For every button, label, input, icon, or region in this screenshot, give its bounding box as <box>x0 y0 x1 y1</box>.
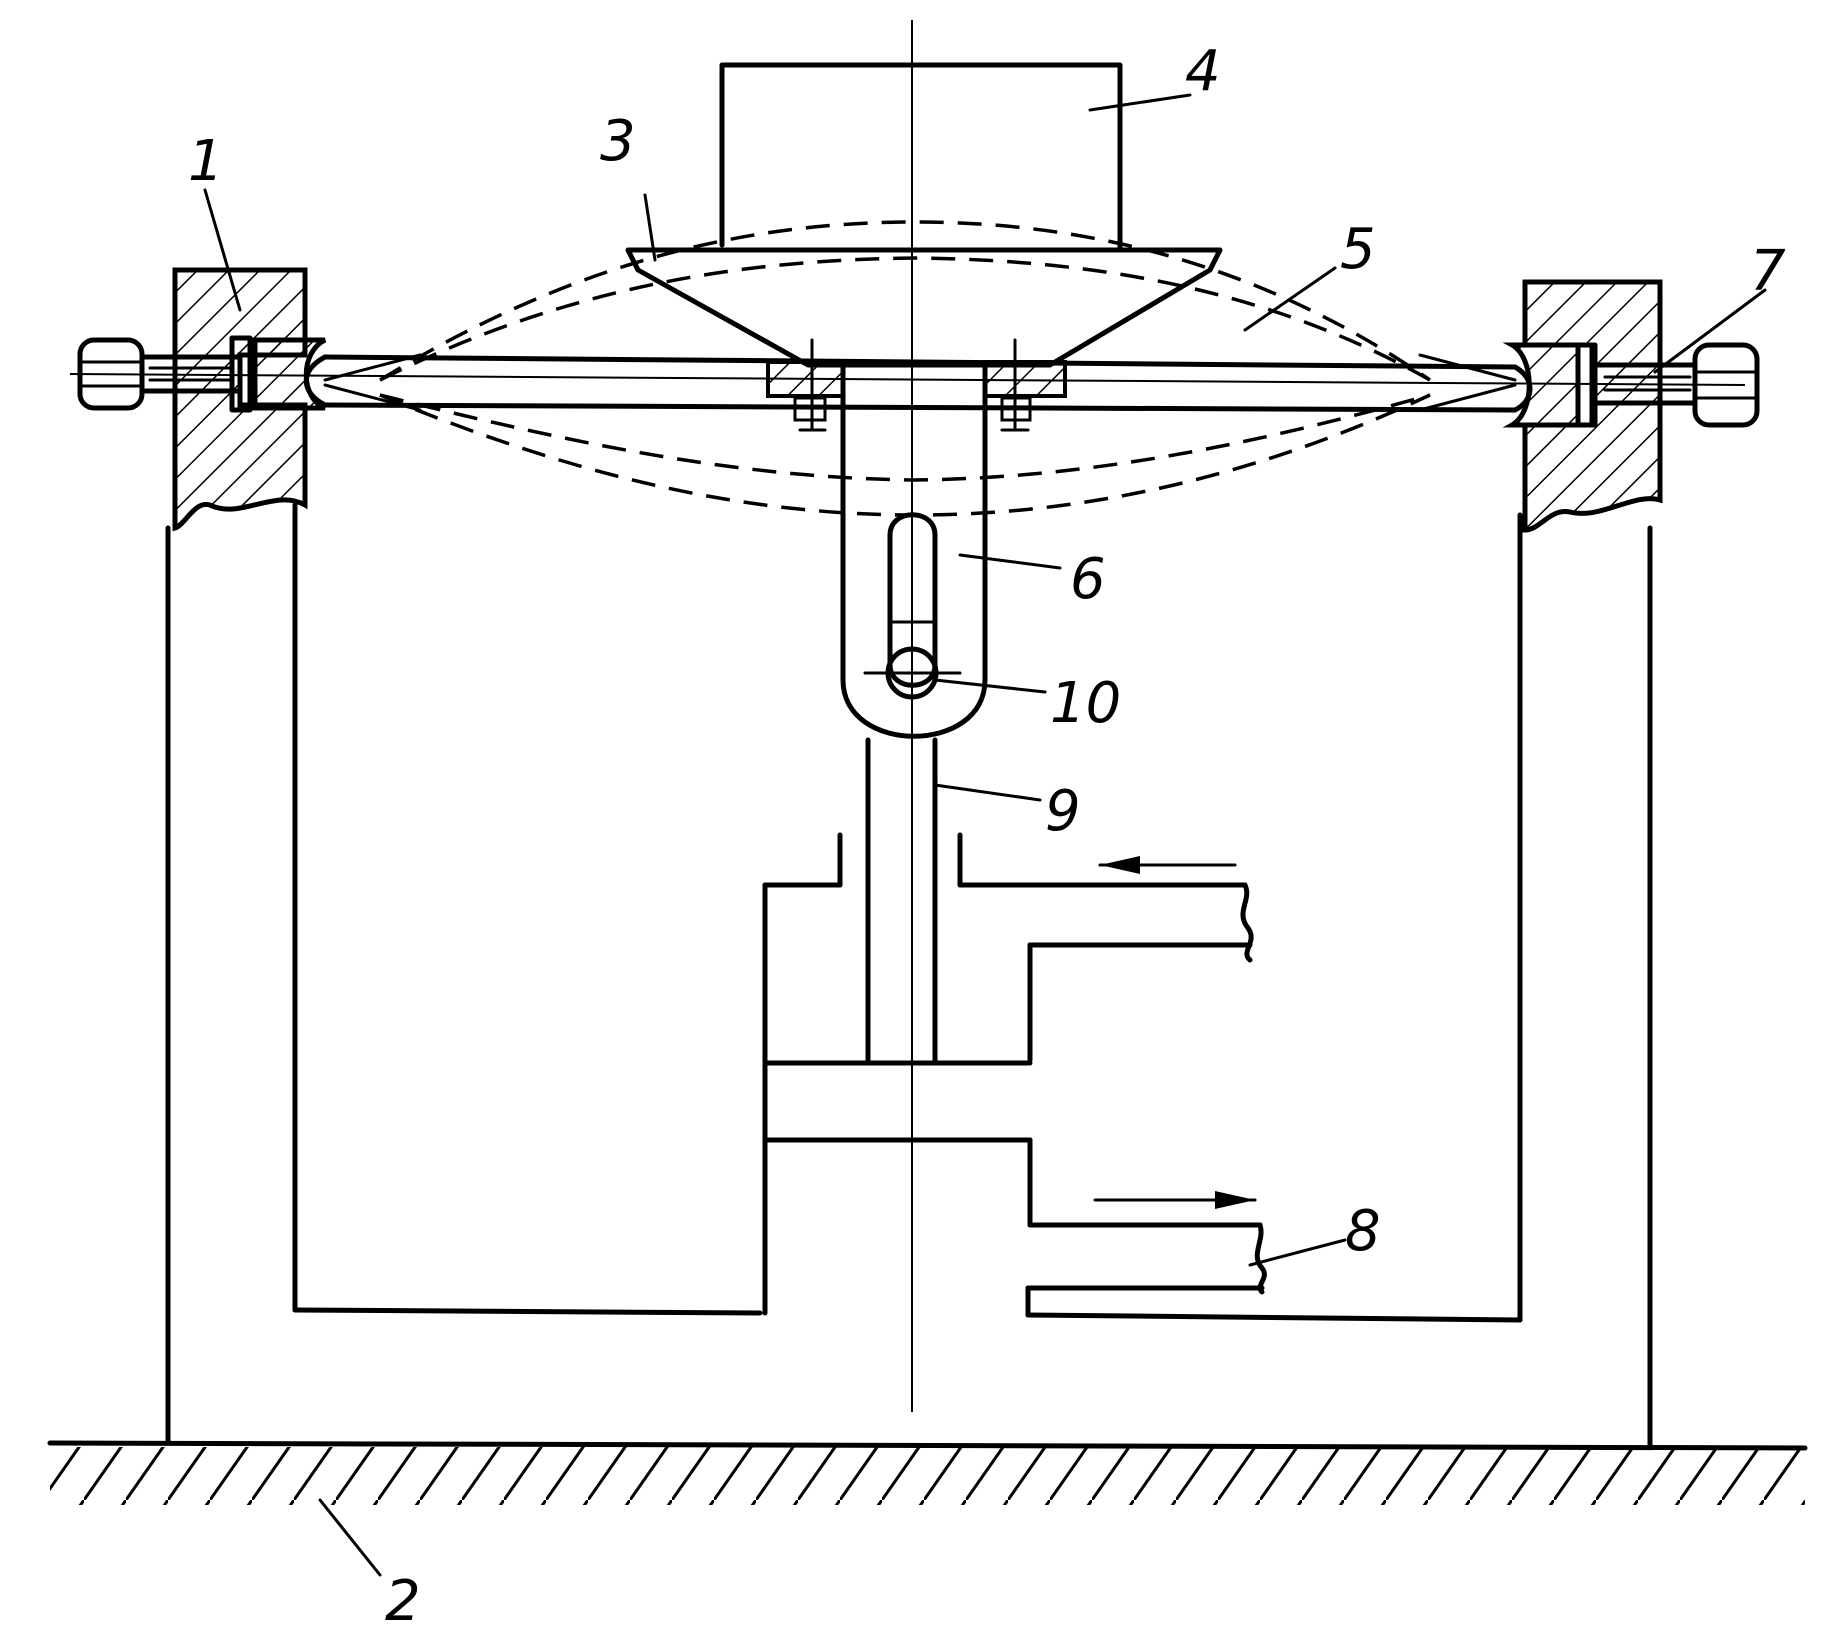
piston-rod <box>868 740 935 1063</box>
right-clamp <box>1512 345 1595 425</box>
plate-deflection <box>325 222 1515 515</box>
plate-clamps <box>768 340 1065 430</box>
cone-support <box>628 250 1220 365</box>
fork-hanger <box>843 365 985 736</box>
label-3: 3 <box>600 109 636 174</box>
label-5: 5 <box>1340 217 1376 282</box>
label-2: 2 <box>385 1569 421 1634</box>
label-4: 4 <box>1185 39 1221 104</box>
hydraulic-cylinder <box>765 835 1264 1315</box>
flow-arrows <box>1095 856 1255 1209</box>
label-9: 9 <box>1045 779 1081 844</box>
label-7: 7 <box>1750 239 1786 304</box>
ground <box>50 1443 1805 1505</box>
label-10: 10 <box>1050 671 1121 736</box>
label-8: 8 <box>1345 1199 1381 1264</box>
inner-frame <box>295 505 1520 1320</box>
label-1: 1 <box>188 129 224 194</box>
label-6: 6 <box>1070 547 1106 612</box>
